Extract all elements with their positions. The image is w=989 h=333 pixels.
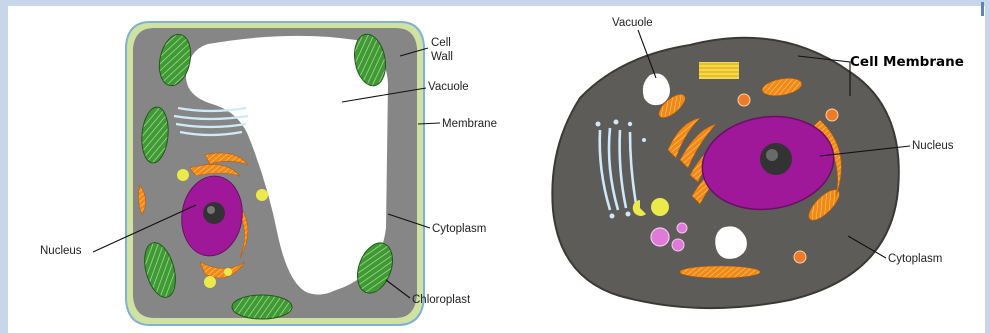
vesicle (826, 109, 838, 121)
vesicle (738, 94, 750, 106)
label-cell-wall-line1: Cell (431, 37, 451, 49)
label-cell-wall-line2: Wall (431, 51, 453, 63)
plant-cell: Cell Wall Vacuole Membrane Cytoplasm Chl… (40, 22, 497, 325)
vesicle (177, 169, 189, 181)
label-membrane: Membrane (442, 118, 497, 130)
vesicle (651, 228, 669, 246)
vesicle (256, 189, 268, 201)
frame-edge-mark (981, 2, 984, 16)
vesicle (794, 251, 806, 263)
label-chloroplast: Chloroplast (412, 294, 471, 306)
vesicle (204, 276, 216, 288)
label-plant-nucleus: Nucleus (40, 245, 82, 257)
label-animal-cytoplasm: Cytoplasm (888, 253, 942, 265)
plant-nucleolus (203, 202, 225, 224)
vesicle (672, 239, 684, 251)
label-cell-membrane: Cell Membrane (850, 54, 964, 70)
label-animal-nucleus: Nucleus (912, 140, 954, 152)
animal-yellow-body (699, 62, 739, 79)
vesicle (677, 223, 687, 233)
label-animal-vacuole: Vacuole (612, 17, 653, 29)
chloroplast (232, 295, 292, 319)
label-plant-cytoplasm: Cytoplasm (432, 223, 486, 235)
vesicle (224, 268, 232, 276)
animal-cell: Vacuole Cell Membrane Nucleus Cytoplasm (552, 17, 964, 308)
label-plant-vacuole: Vacuole (428, 81, 469, 93)
vesicle (651, 198, 669, 216)
